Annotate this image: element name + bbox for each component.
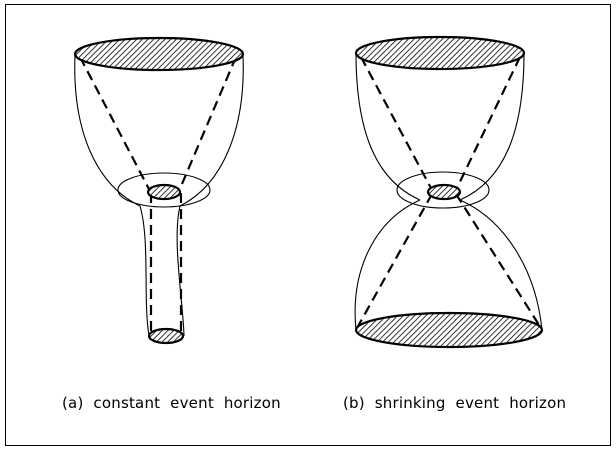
funnel-left-outline	[74, 54, 150, 337]
top-hatched-disk	[73, 36, 245, 72]
caption-shrinking-event-horizon: (b) shrinking event horizon	[343, 394, 567, 412]
lower-right-outline	[459, 199, 543, 331]
light-cone-line-upper-left	[360, 56, 433, 191]
diagram-constant-event-horizon	[73, 36, 245, 345]
light-cone-line-lower-right	[455, 193, 542, 329]
light-cone-line-upper-right	[455, 56, 521, 191]
upper-right-outline	[459, 52, 525, 201]
middle-hatched-disk	[426, 183, 462, 201]
upper-left-outline	[355, 52, 421, 201]
caption-constant-event-horizon: (a) constant event horizon	[62, 394, 281, 412]
light-cone-line-lower-left	[356, 193, 433, 329]
light-cone-line-right	[177, 56, 238, 192]
waist-ring	[117, 172, 211, 208]
funnel-right-outline	[176, 54, 244, 337]
waist-ring	[396, 171, 490, 209]
bottom-hatched-disk	[354, 311, 544, 349]
diagram-shrinking-event-horizon	[354, 35, 544, 349]
bottom-hatched-disk	[147, 327, 185, 345]
lower-left-outline	[354, 199, 421, 331]
top-hatched-disk	[354, 35, 526, 71]
middle-hatched-disk	[146, 183, 182, 201]
light-cone-line-left	[79, 56, 151, 192]
